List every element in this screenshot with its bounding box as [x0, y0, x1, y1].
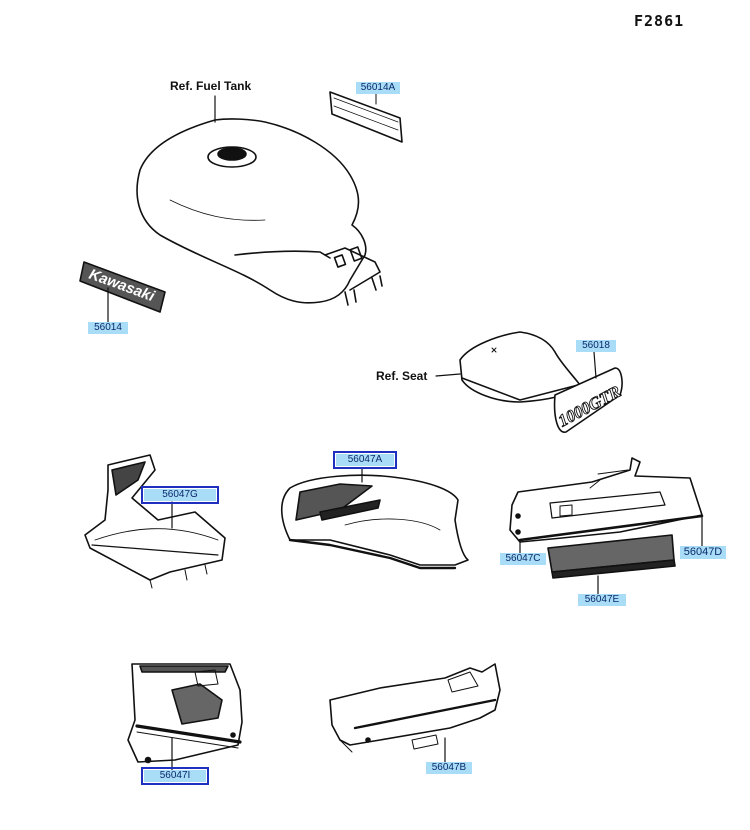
part-56047E-link[interactable]: 56047E: [578, 594, 626, 606]
upper-fairing-drawing: [280, 467, 469, 570]
ref-fuel-tank-label: Ref. Fuel Tank: [170, 79, 252, 93]
part-56047I-link[interactable]: 56047I: [141, 767, 209, 785]
ref-seat-label: Ref. Seat: [376, 369, 428, 383]
seat-drawing: [435, 331, 581, 403]
lower-right-cover-drawing: [329, 663, 501, 763]
part-56047A-link[interactable]: 56047A: [333, 451, 397, 469]
part-56014-link[interactable]: 56014: [88, 322, 128, 334]
side-cover-drawing: [509, 457, 704, 557]
kawasaki-decal-text: Kawasaki: [87, 266, 158, 306]
figure-code: F2861: [634, 12, 685, 30]
part-56047B-link[interactable]: 56047B: [426, 762, 472, 774]
left-fairing-drawing: [84, 454, 226, 589]
part-56018-link[interactable]: 56018: [576, 340, 616, 352]
side-stripe-drawing: [547, 534, 676, 595]
gtr-emblem-drawing: 1000GTR: [553, 351, 624, 433]
lower-left-fairing-drawing: [127, 663, 243, 771]
fuel-tank-drawing: [136, 95, 383, 306]
kawasaki-emblem-drawing: Kawasaki: [79, 261, 166, 323]
part-56047C-link[interactable]: 56047C: [500, 553, 546, 565]
part-56047D-link[interactable]: 56047D: [680, 546, 726, 559]
part-56047G-link[interactable]: 56047G: [141, 486, 219, 504]
tank-stripe-drawing: [329, 91, 403, 143]
part-56014A-link[interactable]: 56014A: [356, 82, 400, 94]
